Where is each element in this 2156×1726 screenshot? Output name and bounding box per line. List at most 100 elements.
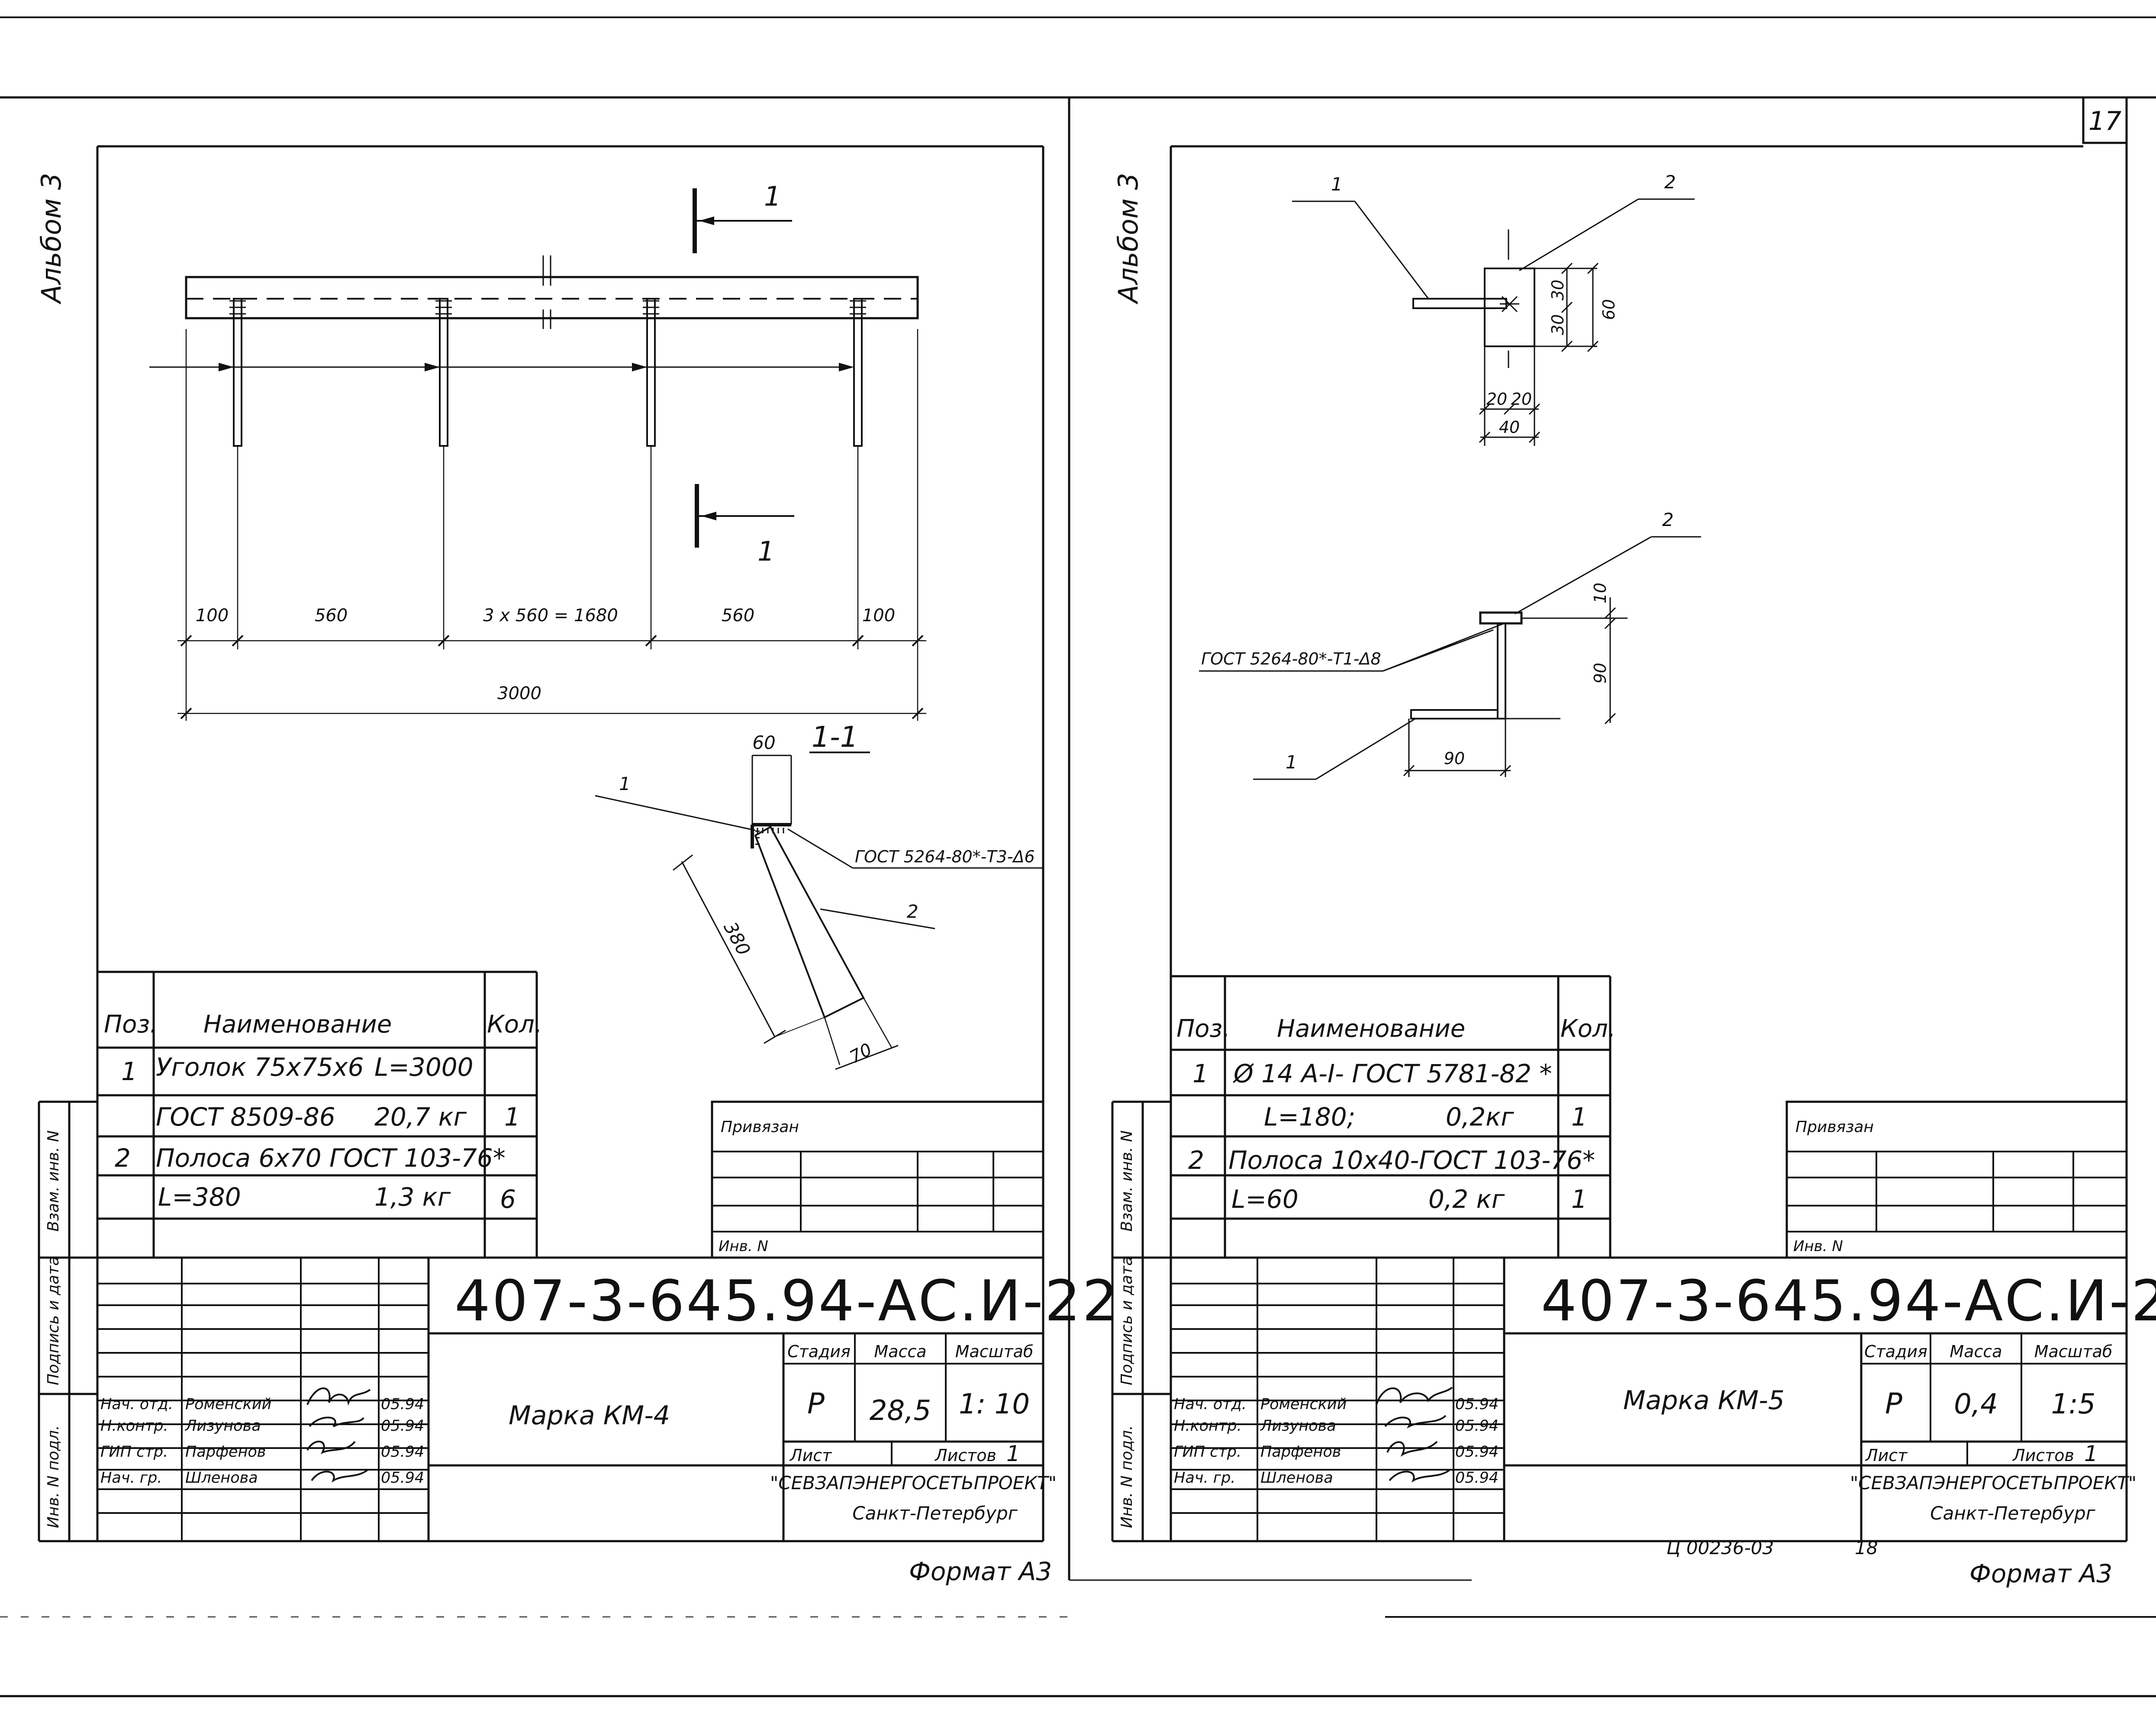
org: "СЕВЗАПЭНЕРГОСЕТЬПРОЕКТ": [770, 1472, 1057, 1494]
spec-header-name: Наименование: [203, 1010, 392, 1039]
page-number: 17: [2088, 106, 2121, 136]
staff-row: Нач. гр. Шленова 05.94: [100, 1469, 424, 1487]
sheets-label: Листов: [934, 1446, 996, 1465]
album-label: Альбом 3: [1112, 173, 1144, 305]
plan-pos-2: 2: [1664, 171, 1676, 193]
svg-text:Лизунова: Лизунова: [184, 1417, 261, 1435]
svg-text:Н.контр.: Н.контр.: [1174, 1417, 1242, 1435]
spec-header-name: Наименование: [1277, 1015, 1465, 1043]
dim-100-right: 100: [862, 606, 895, 626]
side-strip: Взам. инв. N Подпись и дата Инв. N подл.: [38, 1100, 97, 1542]
spec-row: 2 Полоса 10x40-ГОСТ 103-76*: [1188, 1145, 1595, 1175]
elev-pos-1: 1: [1286, 752, 1297, 773]
svg-text:L=380: L=380: [158, 1182, 241, 1212]
sheet-label: Лист: [1865, 1446, 1908, 1465]
section-label-top: 1: [764, 181, 781, 212]
privyazan-block: Привязан Инв. N: [711, 1100, 1044, 1259]
svg-text:1: 1: [1571, 1102, 1587, 1132]
dim-560-left: 560: [315, 606, 348, 626]
scale-label: Масштаб: [2034, 1342, 2113, 1361]
svg-text:05.94: 05.94: [1455, 1469, 1499, 1487]
scale-value: 1: 10: [959, 1388, 1030, 1420]
mass-value: 28,5: [870, 1395, 931, 1427]
stage-label: Стадия: [1864, 1342, 1927, 1361]
svg-text:ГОСТ 8509-86: ГОСТ 8509-86: [156, 1102, 335, 1132]
spec-row: 1 Ø 14 А-I- ГОСТ 5781-82 *: [1192, 1059, 1552, 1088]
mass-value: 0,4: [1954, 1388, 1998, 1420]
title-block: 407-3-645.94-АС.И-22 Марка КМ-4 Стадия М…: [97, 1256, 1118, 1541]
section-title: 1-1: [812, 720, 858, 754]
svg-text:20,7 кг: 20,7 кг: [374, 1102, 467, 1132]
spec-row: 2 Полоса 6x70 ГОСТ 103-76*: [115, 1143, 506, 1173]
svg-text:Полоса 10x40-ГОСТ 103-76*: Полоса 10x40-ГОСТ 103-76*: [1228, 1145, 1595, 1175]
section-label-bottom: 1: [757, 536, 774, 567]
plan-pos-1: 1: [1331, 174, 1343, 195]
svg-text:L=3000: L=3000: [374, 1052, 474, 1082]
detail-elevation: 10 90 90 2 ГОСТ 5264-80*-Т1-Δ8 1: [1199, 509, 1701, 780]
staff-row: Нач. отд. Роменский 05.94: [1174, 1396, 1499, 1413]
svg-text:1,3 кг: 1,3 кг: [374, 1182, 451, 1212]
detail-plan: 1 2 30 30 60: [1292, 171, 1695, 446]
album-label: Альбом 3: [35, 173, 67, 305]
doc-code: 407-3-645.94-АС.И-23: [1541, 1268, 2156, 1334]
svg-text:05.94: 05.94: [381, 1443, 424, 1461]
signature-icon: [306, 1387, 371, 1483]
stage-value: Р: [1885, 1387, 1902, 1420]
spec-header-qty: Кол.: [1560, 1015, 1616, 1043]
bottom-stamp-num: 18: [1855, 1537, 1878, 1558]
svg-text:Уголок 75x75x6: Уголок 75x75x6: [156, 1052, 364, 1082]
stage-value: Р: [807, 1387, 825, 1420]
spec-row: 1 Уголок 75x75x6 L=3000: [121, 1052, 474, 1086]
mass-label: Масса: [1950, 1342, 2002, 1361]
sheets-value: 1: [2084, 1441, 2098, 1466]
dim-100-left: 100: [196, 606, 229, 626]
bottom-stamp: Ц 00236-03: [1666, 1537, 1774, 1558]
elev-dim-90v: 90: [1591, 663, 1610, 684]
svg-text:L=180;: L=180;: [1264, 1102, 1355, 1132]
section-dim-380: 380: [719, 918, 754, 959]
scale-value: 1:5: [2051, 1388, 2096, 1420]
sheet-label: Лист: [789, 1446, 832, 1465]
dim-560-right: 560: [722, 606, 754, 626]
mark: Марка КМ-4: [509, 1400, 670, 1431]
side-label-inv: Инв. N подл.: [1118, 1425, 1136, 1528]
svg-text:Нач. отд.: Нач. отд.: [1174, 1396, 1247, 1413]
city: Санкт-Петербург: [852, 1503, 1018, 1524]
svg-text:Шленова: Шленова: [185, 1469, 258, 1487]
svg-text:1: 1: [504, 1102, 520, 1132]
svg-text:05.94: 05.94: [1455, 1417, 1499, 1435]
staff-row: ГИП стр. Парфенов 05.94: [1174, 1443, 1499, 1461]
svg-text:0,2кг: 0,2кг: [1446, 1102, 1514, 1132]
svg-text:05.94: 05.94: [381, 1417, 424, 1435]
elev-weld: ГОСТ 5264-80*-Т1-Δ8: [1201, 649, 1381, 668]
elevation-view: 100 560 3 x 560 = 1680 560 100 3000: [149, 255, 926, 721]
svg-text:Лизунова: Лизунова: [1260, 1417, 1336, 1435]
right-sheet: Альбом 3 1 2: [1111, 143, 2156, 1588]
svg-text:2: 2: [1188, 1145, 1204, 1175]
svg-text:Нач. отд.: Нач. отд.: [100, 1396, 173, 1413]
side-label-vzam: Взам. инв. N: [45, 1130, 62, 1232]
section-1-1: 1-1 60 380: [595, 720, 1043, 1070]
side-label-podp: Подпись и дата: [45, 1256, 62, 1385]
dim-3000: 3000: [497, 684, 541, 703]
svg-text:6: 6: [500, 1184, 516, 1214]
inv-n-label: Инв. N: [1793, 1238, 1843, 1255]
page-number-box: [2082, 96, 2128, 144]
svg-text:2: 2: [115, 1143, 131, 1173]
mass-label: Масса: [874, 1342, 926, 1361]
svg-text:Роменский: Роменский: [185, 1396, 271, 1413]
side-label-podp: Подпись и дата: [1118, 1256, 1136, 1385]
svg-text:Парфенов: Парфенов: [1260, 1443, 1341, 1461]
svg-text:ГИП стр.: ГИП стр.: [100, 1443, 168, 1461]
staff-row: Н.контр. Лизунова 05.94: [1174, 1417, 1499, 1435]
city: Санкт-Петербург: [1930, 1503, 2095, 1524]
svg-text:Ø 14 А-I- ГОСТ 5781-82 *: Ø 14 А-I- ГОСТ 5781-82 *: [1233, 1059, 1552, 1088]
svg-text:Шленова: Шленова: [1260, 1469, 1333, 1487]
sheets-value: 1: [1006, 1441, 1020, 1466]
privyazan-label: Привязан: [1795, 1118, 1874, 1136]
svg-text:05.94: 05.94: [1455, 1396, 1499, 1413]
plan-dim-20b: 20: [1511, 390, 1532, 409]
title-block: 407-3-645.94-АС.И-23 Марка КМ-5 Стадия М…: [1171, 1256, 2156, 1541]
